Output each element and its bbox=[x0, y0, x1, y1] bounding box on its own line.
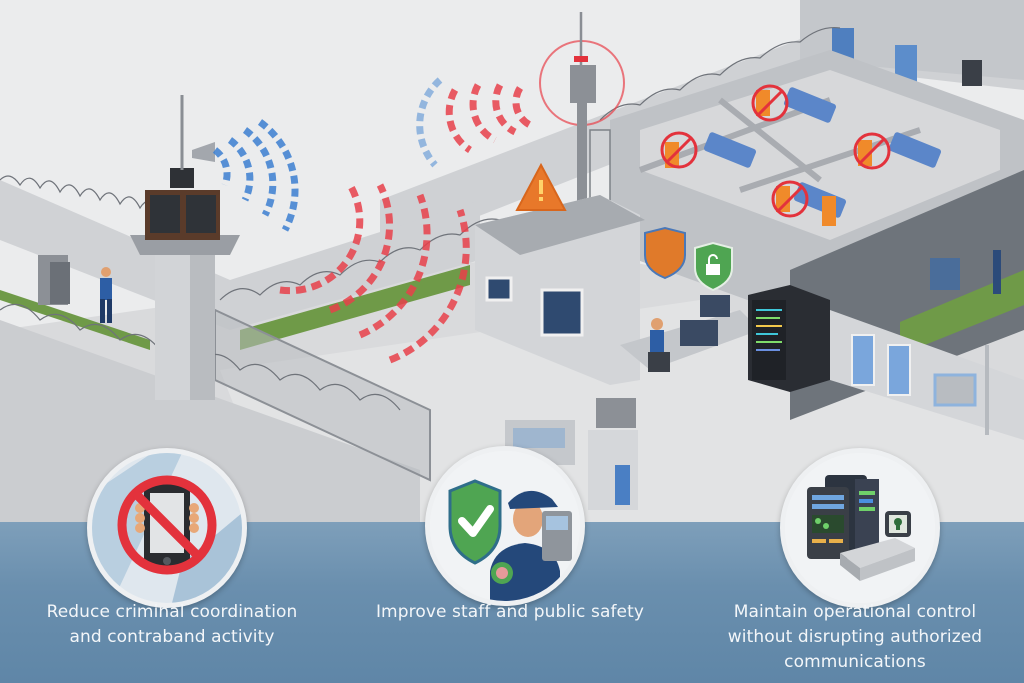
benefit-caption-operational-control: Maintain operational control without dis… bbox=[695, 600, 1015, 675]
benefit-badge-reduce-coordination bbox=[87, 448, 247, 608]
benefit-caption-reduce-coordination: Reduce criminal coordination and contrab… bbox=[12, 600, 332, 650]
authorized-signal-waves bbox=[212, 77, 443, 232]
caption-line: communications bbox=[784, 652, 926, 672]
benefit-badge-operational-control bbox=[780, 448, 940, 608]
benefit-caption-safety: Improve staff and public safety bbox=[360, 600, 660, 625]
caption-line: Maintain operational control bbox=[733, 602, 977, 622]
gate-kiosk bbox=[505, 398, 638, 510]
caption-line: Improve staff and public safety bbox=[375, 602, 645, 622]
guard-tower bbox=[100, 95, 240, 400]
secure-devices-icon bbox=[785, 453, 935, 603]
caption-line: Reduce criminal coordination bbox=[46, 602, 298, 622]
orange-shield-icon bbox=[644, 226, 686, 280]
control-building bbox=[475, 162, 733, 385]
jamming-signal-waves bbox=[279, 40, 625, 364]
entrance-wall bbox=[830, 310, 1024, 440]
benefit-badge-safety bbox=[425, 446, 585, 606]
caption-line: and contraband activity bbox=[69, 627, 275, 647]
caption-line: without disrupting authorized bbox=[727, 627, 983, 647]
control-room-operator bbox=[620, 295, 760, 372]
guard-shield-check-icon bbox=[430, 451, 580, 601]
no-phone-icon bbox=[92, 453, 242, 603]
server-rack bbox=[748, 285, 830, 392]
